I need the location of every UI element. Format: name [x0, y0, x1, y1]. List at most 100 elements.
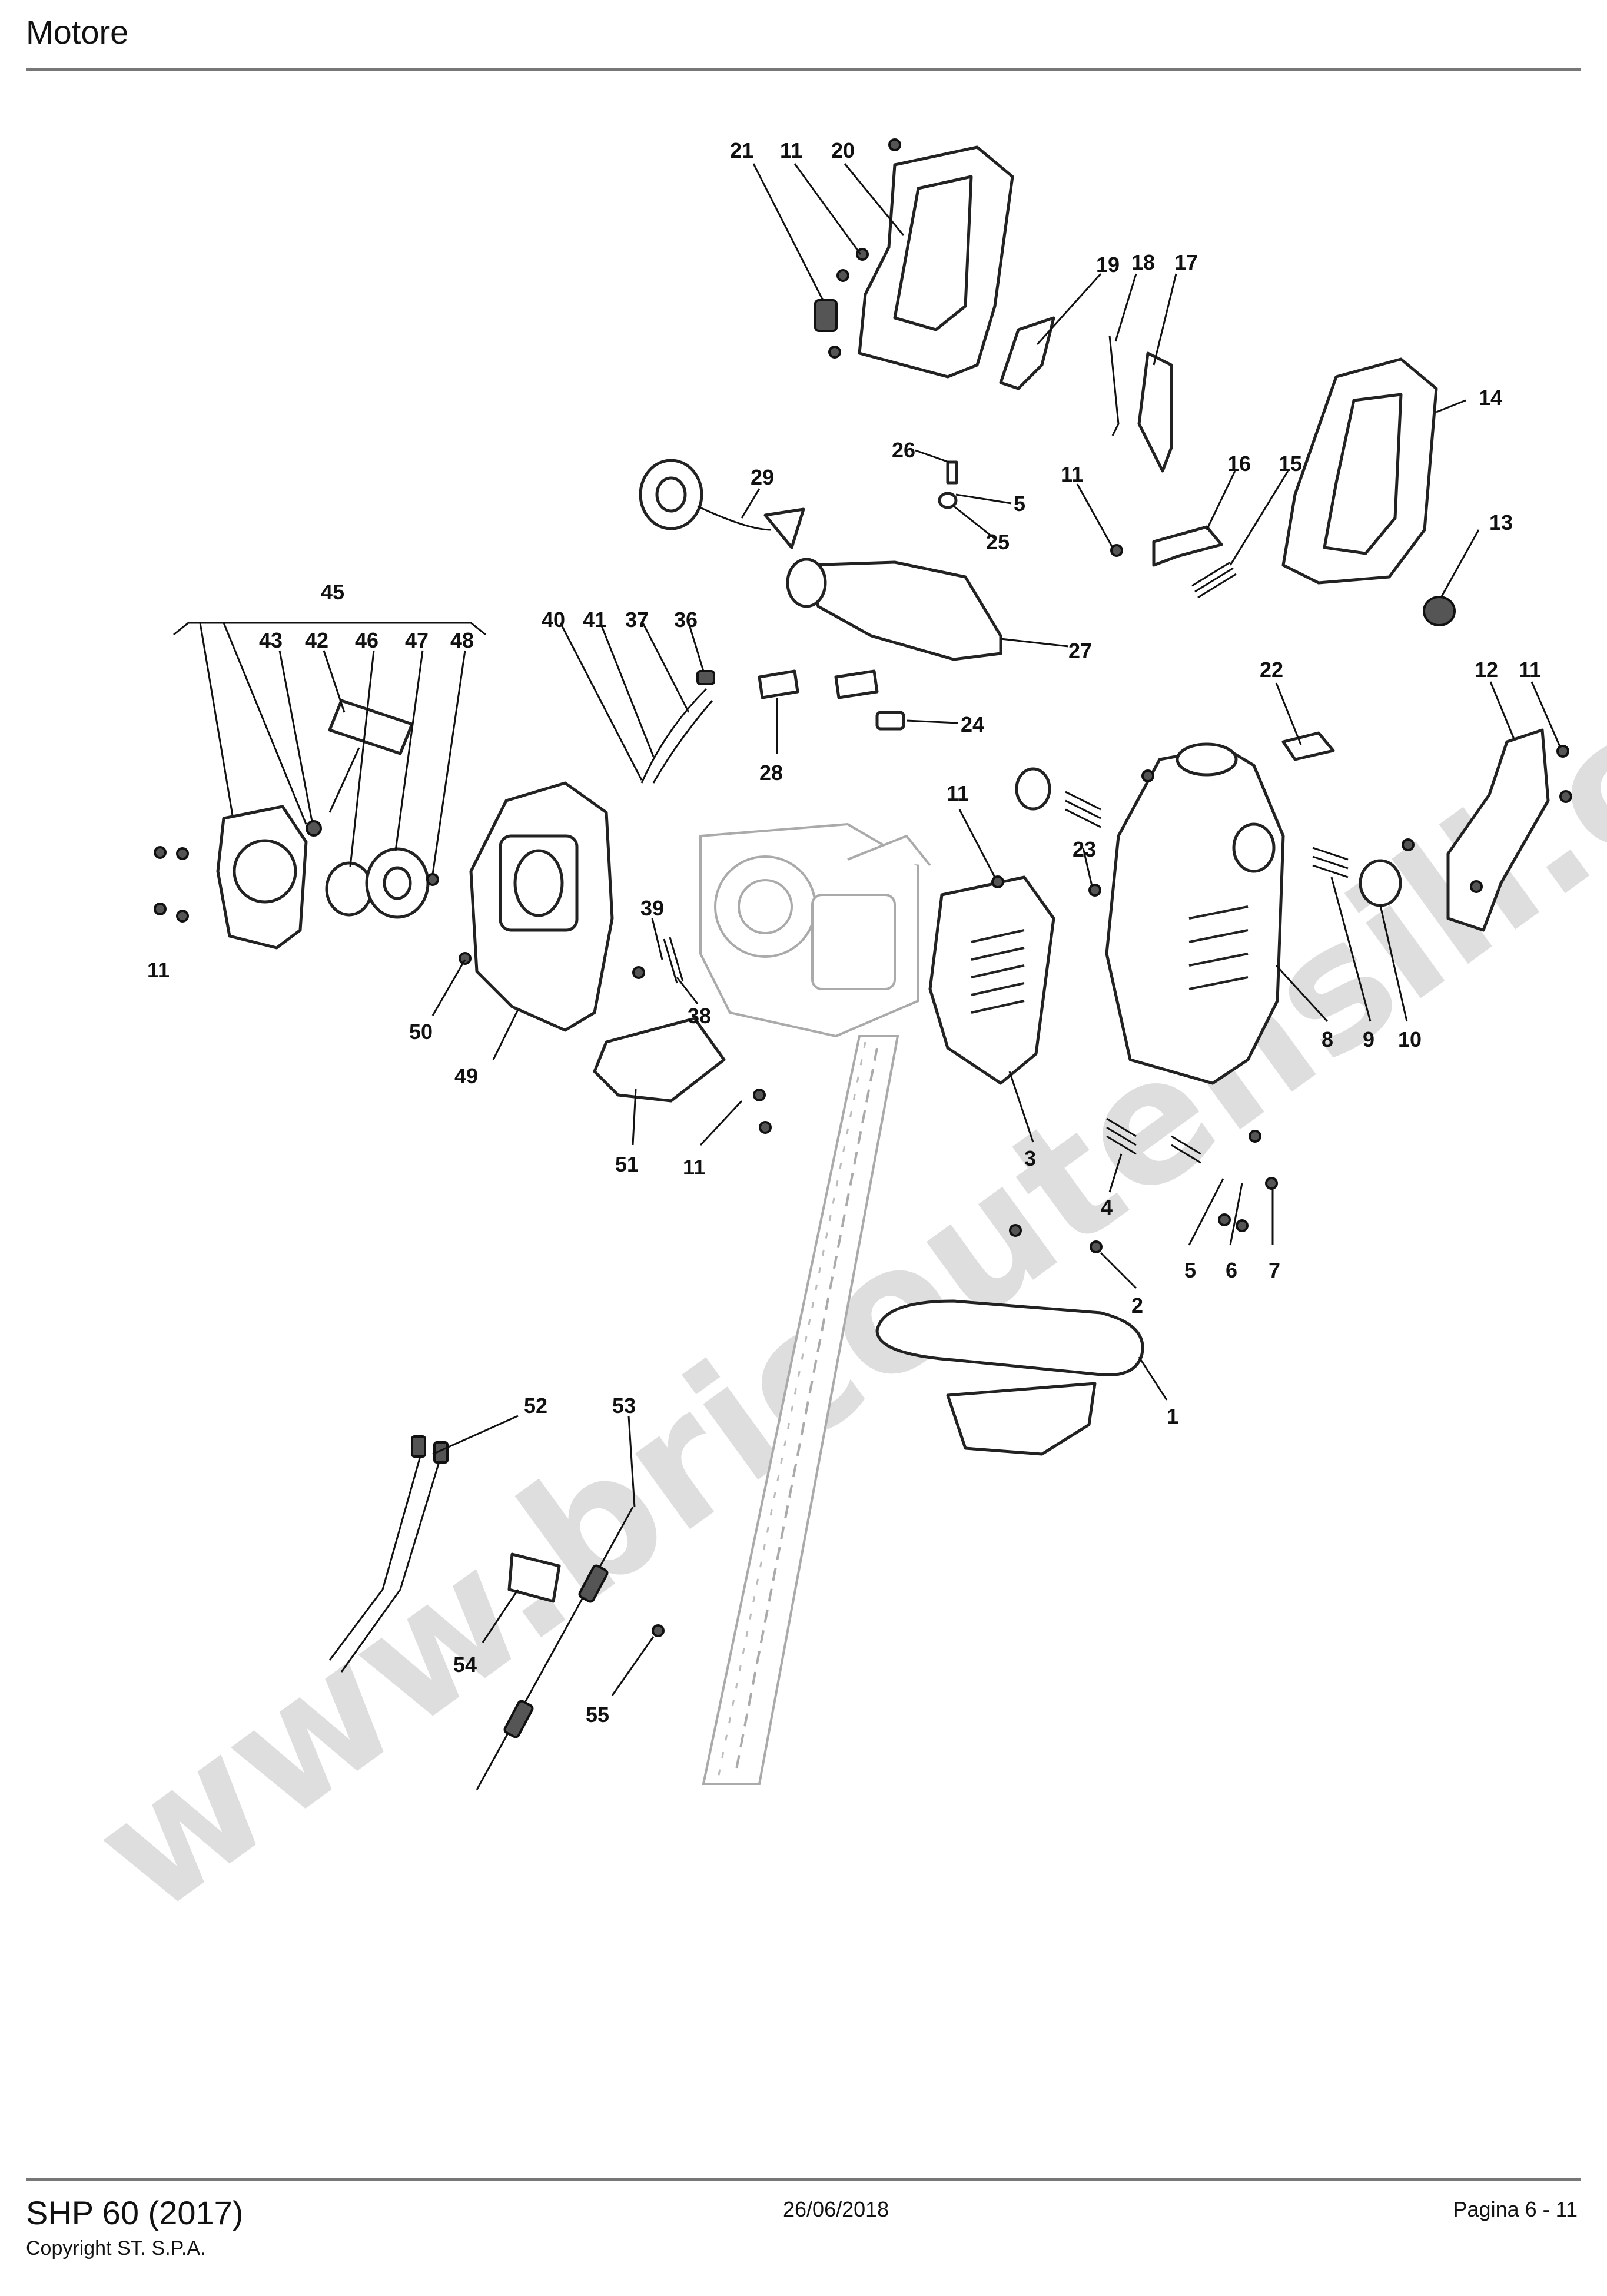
engine-cover: [469, 781, 614, 1032]
spark-plug-cable: [640, 670, 715, 784]
starter-grip: [328, 699, 414, 755]
knob: [1423, 596, 1456, 626]
fuel-cap: [639, 459, 805, 549]
callout-11: 11: [147, 958, 170, 982]
starter-pulley: [365, 847, 430, 919]
wiring-harness: [328, 1435, 449, 1673]
trigger: [1137, 351, 1173, 473]
bushing-23: [1015, 767, 1051, 811]
callout-7: 7: [1269, 1258, 1280, 1282]
starter-housing: [216, 805, 308, 950]
spring-4a: [1106, 1117, 1137, 1155]
engine-assembly: [699, 822, 931, 1038]
bottom-cover: [593, 1017, 726, 1103]
callout-26: 26: [892, 438, 915, 462]
callout-labels: 21 11 20 19 18 17 14 29 26 11 1 6 15 5 13…: [147, 138, 1541, 1727]
callout-51: 51: [615, 1152, 639, 1176]
spring-9: [1312, 847, 1349, 878]
spring-38: [663, 937, 684, 984]
callout-8: 8: [1322, 1027, 1333, 1051]
model-name: SHP 60 (2017): [26, 2194, 244, 2231]
callout-11: 11: [780, 138, 802, 162]
grommet-28a: [758, 669, 799, 699]
callout-1: 1: [1167, 1404, 1178, 1428]
starter-rope: [328, 747, 360, 813]
callout-37: 37: [625, 608, 649, 632]
callout-5: 5: [1184, 1258, 1196, 1282]
callout-42: 42: [305, 628, 328, 652]
grommet-28b: [834, 669, 879, 699]
sleeve: [507, 1552, 561, 1603]
pin: [946, 460, 958, 485]
handle-clip: [814, 299, 838, 332]
callout-15: 15: [1279, 452, 1302, 476]
collar: [938, 492, 958, 509]
grommet-24: [875, 711, 905, 731]
callout-5: 5: [1014, 492, 1025, 516]
callout-12: 12: [1475, 658, 1498, 682]
callout-22: 22: [1260, 658, 1283, 682]
callout-13: 13: [1489, 510, 1513, 535]
front-handle: [1281, 357, 1438, 585]
callout-20: 20: [831, 138, 855, 162]
header-divider: [26, 68, 1581, 71]
callout-25: 25: [986, 530, 1010, 554]
page-number: Pagina 6 - 11: [1453, 2197, 1578, 2221]
callout-53: 53: [612, 1393, 636, 1418]
bow-handle: [875, 1299, 1144, 1456]
throttle-cable: [476, 1507, 634, 1790]
starter-nut: [306, 820, 322, 837]
callout-39: 39: [640, 896, 664, 920]
callout-27: 27: [1068, 639, 1092, 663]
callout-18: 18: [1131, 250, 1155, 274]
callout-50: 50: [409, 1020, 433, 1044]
callout-2: 2: [1131, 1293, 1143, 1318]
callout-55: 55: [586, 1703, 609, 1727]
callout-6: 6: [1226, 1258, 1237, 1282]
leader-lines: [173, 163, 1561, 1696]
callout-23: 23: [1073, 837, 1096, 861]
spring-15: [1191, 561, 1237, 599]
callout-28: 28: [759, 761, 783, 785]
copyright: Copyright ST. S.P.A.: [26, 2237, 206, 2259]
callout-10: 10: [1398, 1027, 1422, 1051]
callout-3: 3: [1024, 1146, 1036, 1170]
callout-14: 14: [1479, 386, 1502, 410]
page-title: Motore: [26, 14, 129, 51]
footer-divider: [26, 2178, 1581, 2181]
front-housing: [1105, 742, 1285, 1085]
callout-19: 19: [1096, 253, 1120, 277]
callout-11: 11: [947, 781, 969, 805]
callout-43: 43: [259, 628, 283, 652]
blade: [702, 1035, 899, 1785]
pawl: [1152, 525, 1223, 567]
throttle-lever: [999, 316, 1055, 390]
rear-handle-frame: [858, 145, 1014, 379]
callout-46: 46: [355, 628, 378, 652]
callout-41: 41: [583, 608, 606, 632]
fuel-tank: [786, 558, 1002, 661]
spring-23: [1065, 791, 1101, 828]
print-date: 26/06/2018: [783, 2197, 889, 2221]
callout-21: 21: [730, 138, 753, 162]
callout-54: 54: [453, 1653, 477, 1677]
callout-24: 24: [961, 712, 984, 736]
callout-48: 48: [450, 628, 474, 652]
cap-10: [1359, 859, 1402, 907]
blade-guard: [928, 875, 1055, 1085]
callout-29: 29: [751, 465, 774, 489]
spring-4b: [1171, 1135, 1201, 1164]
callout-11: 11: [683, 1155, 705, 1179]
callout-11: 11: [1519, 658, 1541, 682]
callout-49: 49: [454, 1064, 478, 1088]
clip-22: [1281, 731, 1335, 761]
callout-17: 17: [1174, 250, 1198, 274]
callout-36: 36: [674, 608, 698, 632]
callout-45: 45: [321, 580, 344, 604]
callout-47: 47: [405, 628, 429, 652]
starter-spring-ring: [325, 861, 373, 917]
callout-4: 4: [1101, 1195, 1113, 1219]
callout-11: 11: [1061, 462, 1083, 486]
throttle-rod: [1108, 335, 1120, 436]
